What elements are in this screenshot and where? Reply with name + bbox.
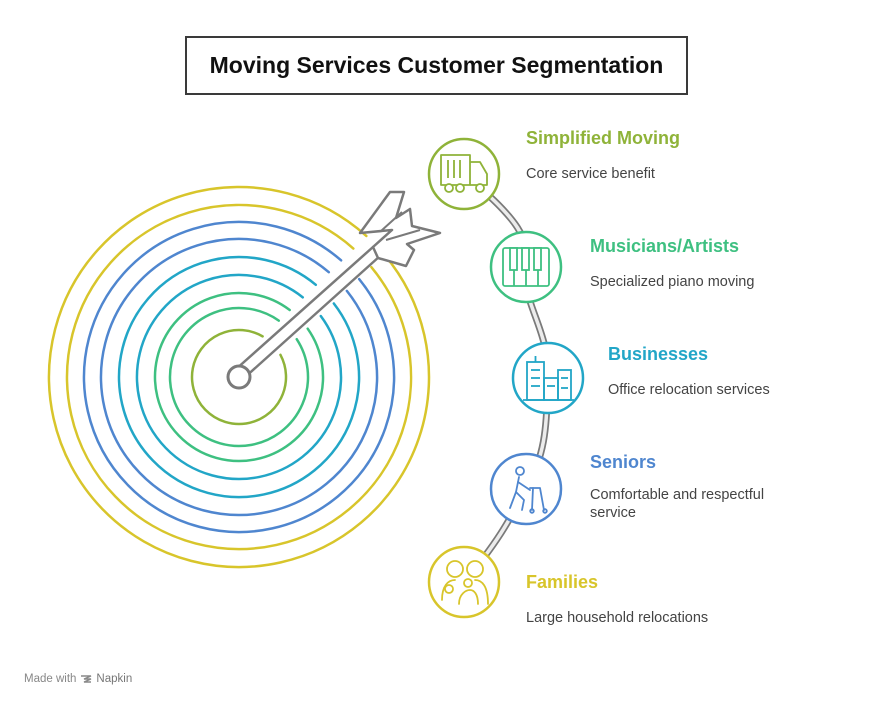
segment-node-businesses: [511, 341, 585, 415]
target-ring: [82, 220, 396, 534]
napkin-brand-label: Napkin: [96, 673, 133, 685]
buildings-icon: [523, 356, 574, 401]
target-ring: [47, 185, 431, 569]
target-ring: [190, 328, 288, 426]
napkin-logo-icon: [81, 675, 92, 683]
segment-title-families: Families: [526, 572, 599, 592]
segment-description-musicians-artists: Specialized piano moving: [590, 274, 755, 290]
segment-description-seniors: Comfortable and respectful service: [590, 487, 765, 521]
target-ring: [117, 255, 361, 499]
target-ring: [65, 203, 413, 551]
segment-node-musicians-artists: [489, 230, 563, 304]
target-rings: [47, 185, 431, 569]
segment-description-families: Large household relocations: [526, 610, 709, 626]
segment-description-businesses: Office relocation services: [608, 382, 770, 398]
segment-title-simplified-moving: Simplified Moving: [526, 128, 681, 148]
family-icon: [441, 560, 489, 605]
target-ring: [168, 306, 310, 448]
segment-title-seniors: Seniors: [590, 452, 657, 472]
piano-icon: [502, 247, 550, 287]
arrow-icon: [226, 190, 442, 390]
segment-description-simplified-moving: Core service benefit: [526, 166, 655, 182]
walker-icon: [509, 466, 548, 514]
segment-title-businesses: Businesses: [608, 344, 709, 364]
segment-title-musicians-artists: Musicians/Artists: [590, 236, 740, 256]
diagram-title: Moving Services Customer Segmentation: [185, 36, 688, 95]
segment-node-seniors: [489, 452, 563, 526]
target-ring: [153, 291, 325, 463]
segment-node-families: [427, 545, 501, 619]
made-with-label: Made with: [24, 673, 77, 685]
segment-node-simplified-moving: [427, 137, 501, 211]
truck-icon: [440, 154, 488, 193]
target-ring: [135, 273, 343, 481]
footer-attribution: Made with Napkin: [24, 673, 132, 685]
target-ring: [99, 237, 379, 517]
